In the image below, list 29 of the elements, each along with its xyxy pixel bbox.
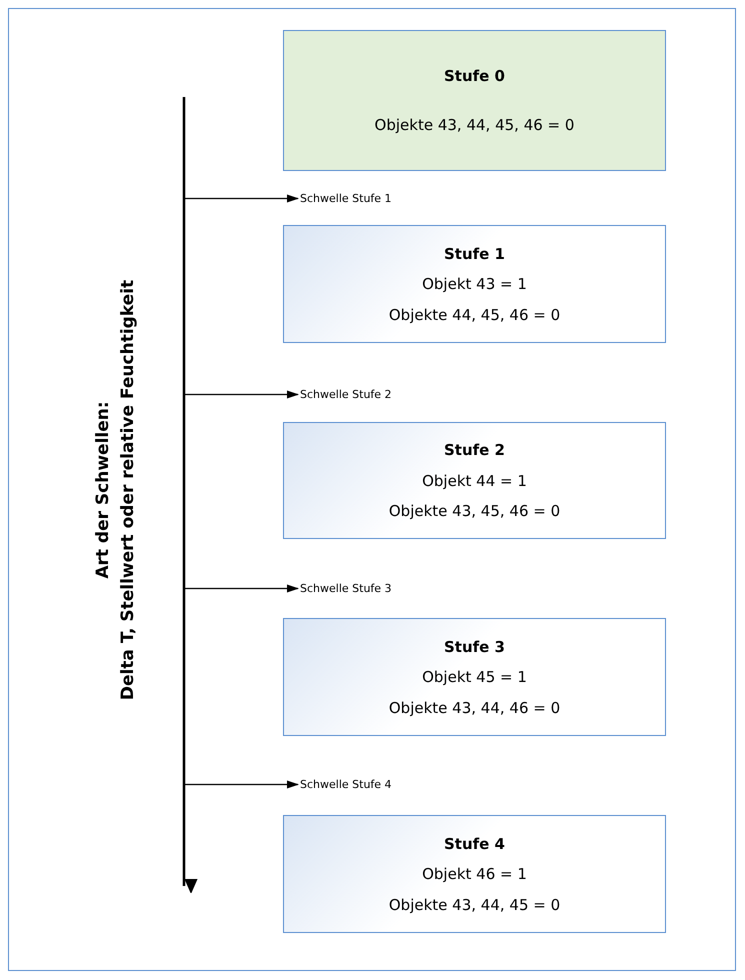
object-value-text: Objekt 45 = 1 (422, 668, 527, 686)
object-value-text: Objekt 43 = 1 (422, 275, 527, 293)
threshold-label: Schwelle Stufe 3 (300, 582, 392, 595)
stage-title: Stufe 3 (444, 638, 505, 656)
object-value-text: Objekte 43, 44, 46 = 0 (388, 698, 560, 716)
stage-box (283, 225, 666, 343)
stage-title: Stufe 0 (444, 67, 505, 86)
arrow (185, 194, 299, 202)
object-value-text: Objekte 43, 44, 45 = 0 (388, 896, 560, 914)
axis-label: Art der Schwellen: (93, 401, 113, 579)
threshold-label: Schwelle Stufe 1 (300, 192, 392, 205)
stage-title: Stufe 1 (444, 244, 505, 262)
threshold-label: Schwelle Stufe 4 (300, 778, 392, 791)
object-value-text: Objekte 43, 45, 46 = 0 (388, 502, 560, 520)
object-value-text: Objekte 44, 45, 46 = 0 (388, 306, 560, 324)
object-value-text: Objekte 43, 44, 45, 46 = 0 (374, 116, 574, 134)
axis-label: Delta T, Stellwert oder relative Feuchtigkeit (118, 280, 138, 700)
object-value-text: Objekt 46 = 1 (422, 865, 527, 883)
stage-box (283, 618, 666, 736)
arrow (185, 390, 299, 398)
stage-box (283, 815, 666, 933)
threshold-label: Schwelle Stufe 2 (300, 388, 392, 401)
arrow (185, 780, 299, 788)
stage-box (283, 422, 666, 539)
stage-box (283, 30, 666, 171)
arrow (185, 584, 299, 592)
stage-title: Stufe 4 (444, 834, 505, 852)
stage-title: Stufe 2 (444, 441, 505, 460)
object-value-text: Objekt 44 = 1 (422, 472, 527, 490)
